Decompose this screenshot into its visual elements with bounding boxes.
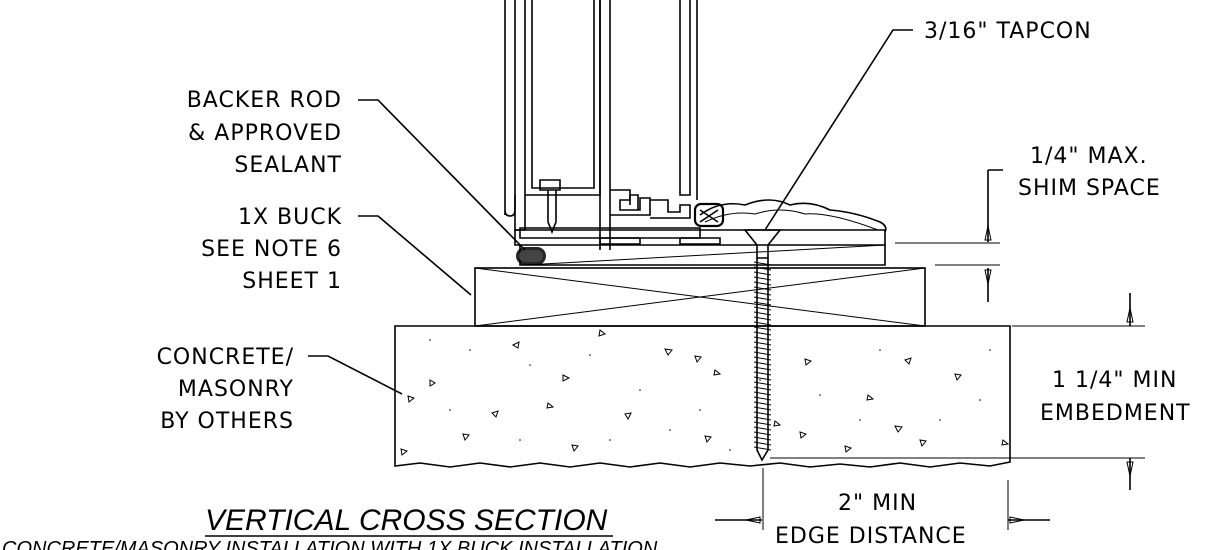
label-masonry: MASONRY [178, 377, 294, 402]
label-see-note: SEE NOTE 6 [201, 237, 342, 262]
label-edge-distance: EDGE DISTANCE [775, 524, 967, 549]
label-by-others: BY OTHERS [160, 409, 294, 434]
label-sealant: SEALANT [234, 153, 342, 178]
label-embedment: EMBEDMENT [1040, 401, 1191, 426]
dimension-lines [715, 169, 1145, 530]
label-embed-min: 1 1/4" MIN [1052, 368, 1177, 393]
label-sheet: SHEET 1 [242, 269, 342, 294]
leader-lines [308, 29, 913, 395]
window-frame [504, 0, 701, 250]
label-edge-min: 2" MIN [838, 491, 917, 516]
label-buck: 1X BUCK [238, 205, 342, 230]
drawing-title: VERTICAL CROSS SECTION [205, 504, 608, 537]
label-backer-rod: BACKER ROD [187, 88, 342, 113]
label-shim-space: SHIM SPACE [1018, 176, 1161, 201]
concrete-substrate [394, 325, 1011, 468]
backer-rod [516, 247, 546, 265]
wood-buck [474, 267, 926, 327]
label-shim-max: 1/4" MAX. [1030, 144, 1148, 169]
label-concrete: CONCRETE/ [157, 345, 294, 370]
label-approved: & APPROVED [188, 121, 342, 146]
label-tapcon: 3/16" TAPCON [924, 19, 1092, 44]
weatherstrip-bulb [693, 202, 725, 228]
drawing-subtitle: CONCRETE/MASONRY INSTALLATION WITH 1X BU… [2, 538, 658, 550]
tapcon-screw [743, 229, 782, 462]
